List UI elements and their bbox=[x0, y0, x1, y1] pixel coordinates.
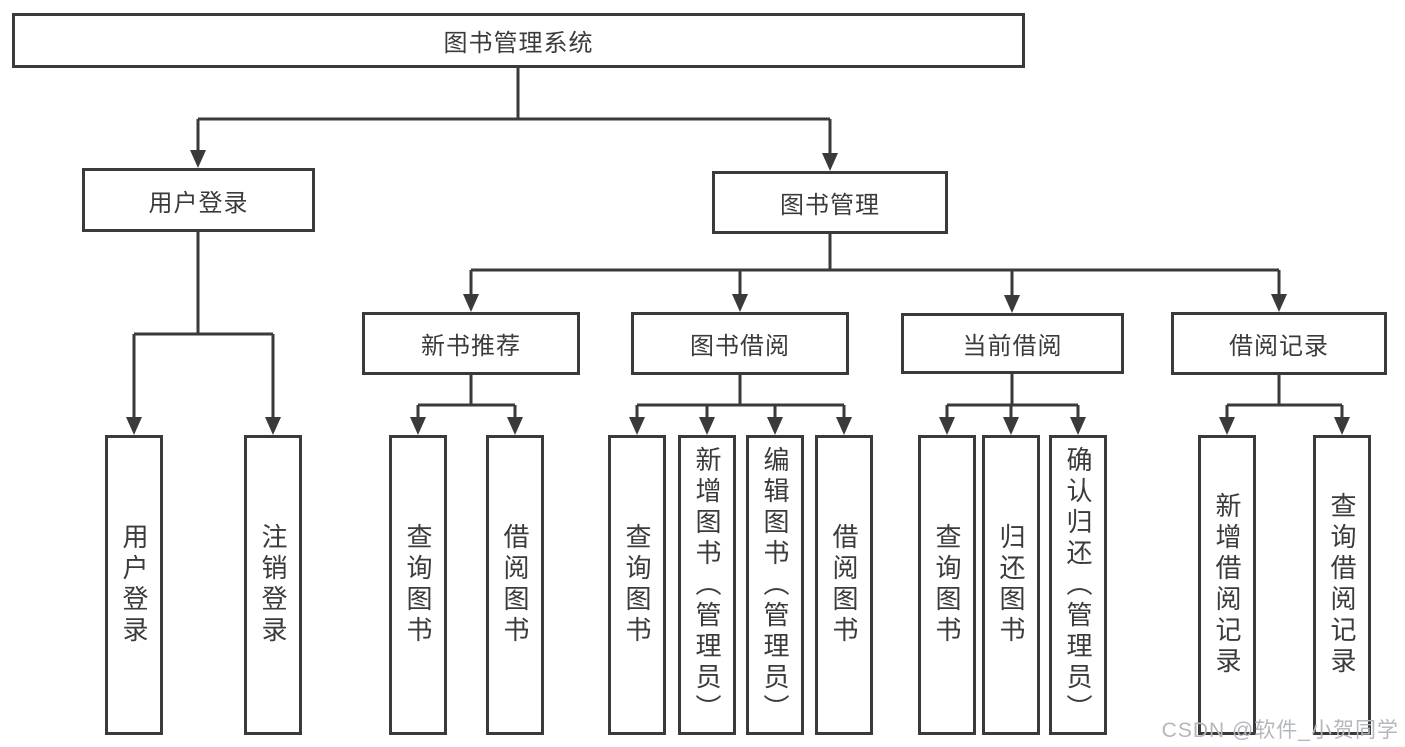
watermark-text: CSDN @软件_小贺同学 bbox=[1161, 719, 1399, 742]
leaf-confirm-return-admin: 确认归还（管理员） bbox=[1049, 435, 1107, 735]
leaf-user-login: 用户登录 bbox=[105, 435, 163, 735]
leaf-logout-label: 注销登录 bbox=[258, 523, 288, 647]
leaf-add-borrow-record: 新增借阅记录 bbox=[1198, 435, 1256, 735]
leaf-newbooks-borrow-book-label: 借阅图书 bbox=[500, 523, 530, 647]
leaf-newbooks-query-book: 查询图书 bbox=[389, 435, 447, 735]
node-book-borrow: 图书借阅 bbox=[631, 312, 849, 375]
leaf-newbooks-borrow-book: 借阅图书 bbox=[486, 435, 544, 735]
node-user-login-label: 用户登录 bbox=[148, 189, 249, 217]
leaf-return-book-label: 归还图书 bbox=[996, 523, 1026, 647]
leaf-borrow-book-label: 借阅图书 bbox=[829, 523, 859, 647]
node-new-book-recommend: 新书推荐 bbox=[362, 312, 580, 375]
arrowheads bbox=[126, 150, 1350, 435]
leaf-edit-book-admin: 编辑图书（管理员） bbox=[746, 435, 804, 735]
leaf-borrow-book: 借阅图书 bbox=[815, 435, 873, 735]
node-root-label: 图书管理系统 bbox=[443, 30, 594, 57]
node-root: 图书管理系统 bbox=[12, 13, 1025, 68]
leaf-return-book: 归还图书 bbox=[982, 435, 1040, 735]
connector-bookmgmt-to-level3 bbox=[469, 234, 1281, 297]
connector-borrowrecords-to-leaves bbox=[1225, 375, 1344, 419]
node-current-borrow-label: 当前借阅 bbox=[962, 333, 1063, 360]
connector-newbooks-to-leaves bbox=[416, 375, 517, 419]
connector-userlogin-to-leaves bbox=[132, 232, 275, 419]
node-book-management: 图书管理 bbox=[712, 171, 948, 234]
leaf-confirm-return-admin-label: 确认归还（管理员） bbox=[1063, 445, 1093, 725]
leaf-add-book-admin-label: 新增图书（管理员） bbox=[692, 445, 722, 725]
leaf-add-borrow-record-label: 新增借阅记录 bbox=[1212, 492, 1242, 678]
node-book-borrow-label: 图书借阅 bbox=[690, 333, 790, 360]
node-borrow-records-label: 借阅记录 bbox=[1229, 333, 1329, 360]
leaf-current-query-book-label: 查询图书 bbox=[932, 523, 962, 647]
connector-root-to-level2 bbox=[196, 68, 832, 155]
leaf-logout: 注销登录 bbox=[244, 435, 302, 735]
leaf-borrow-query-book-label: 查询图书 bbox=[622, 523, 652, 647]
leaf-newbooks-query-book-label: 查询图书 bbox=[403, 523, 433, 647]
node-current-borrow: 当前借阅 bbox=[901, 313, 1124, 374]
node-new-book-recommend-label: 新书推荐 bbox=[421, 333, 521, 360]
connector-bookborrow-to-leaves bbox=[635, 375, 846, 419]
leaf-borrow-query-book: 查询图书 bbox=[608, 435, 666, 735]
node-book-management-label: 图书管理 bbox=[780, 192, 880, 219]
node-user-login: 用户登录 bbox=[82, 168, 315, 232]
leaf-query-borrow-record-label: 查询借阅记录 bbox=[1327, 492, 1357, 678]
leaf-edit-book-admin-label: 编辑图书（管理员） bbox=[760, 445, 790, 725]
leaf-user-login-label: 用户登录 bbox=[119, 523, 149, 647]
leaf-current-query-book: 查询图书 bbox=[918, 435, 976, 735]
leaf-add-book-admin: 新增图书（管理员） bbox=[678, 435, 736, 735]
node-borrow-records: 借阅记录 bbox=[1171, 312, 1387, 375]
connector-currentborrow-to-leaves bbox=[945, 374, 1080, 419]
leaf-query-borrow-record: 查询借阅记录 bbox=[1313, 435, 1371, 735]
